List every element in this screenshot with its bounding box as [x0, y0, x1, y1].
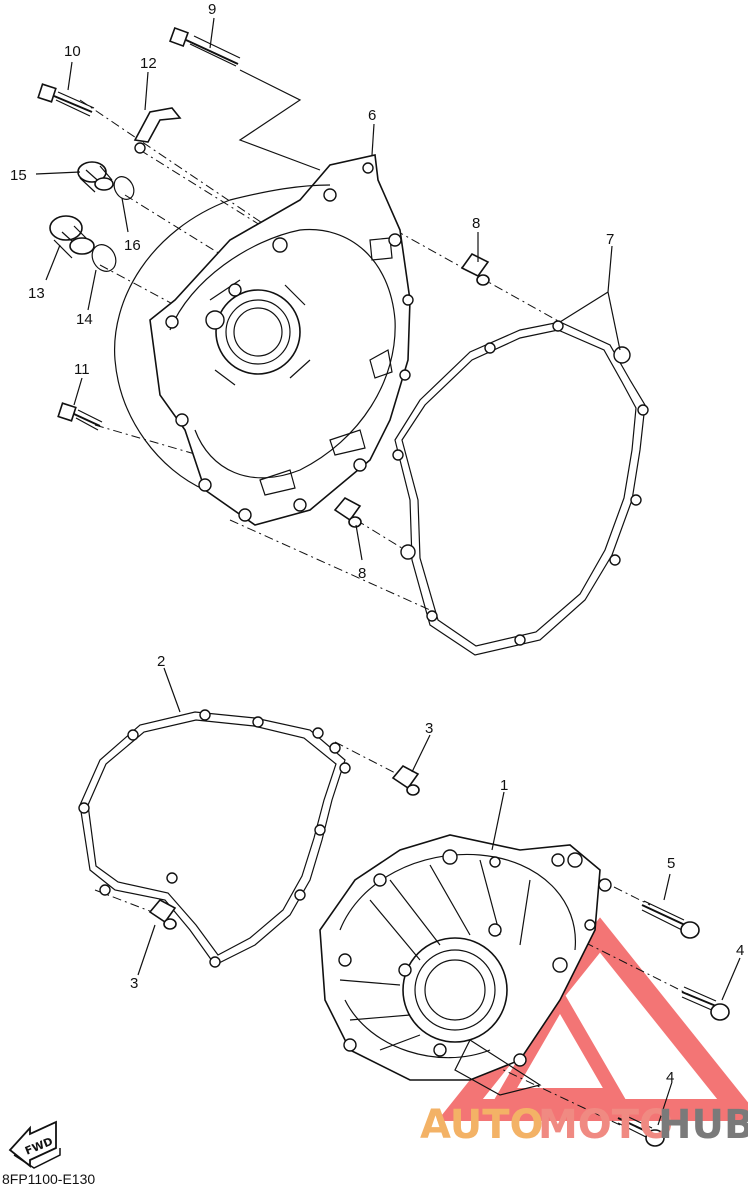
- watermark-auto: AUTO: [420, 1102, 544, 1148]
- o-ring-14: [91, 244, 117, 272]
- crankcase-cover-1: [319, 834, 612, 1096]
- label-2: 2: [157, 653, 165, 670]
- label-7: 7: [606, 231, 614, 248]
- label-8a: 8: [472, 215, 480, 232]
- bolt-5: [641, 900, 700, 939]
- bolt-11: [57, 402, 103, 431]
- label-leaders: [35, 17, 741, 1126]
- label-4b: 4: [666, 1069, 674, 1086]
- bracket-12: [133, 107, 182, 154]
- label-3a: 3: [425, 720, 433, 737]
- plug-13: [49, 215, 95, 259]
- bolt-4b: [617, 1112, 665, 1147]
- gasket-7: [392, 320, 649, 656]
- label-1: 1: [500, 777, 508, 794]
- plug-15: [77, 161, 114, 193]
- label-12: 12: [140, 55, 157, 72]
- label-10: 10: [64, 43, 81, 60]
- label-4a: 4: [736, 942, 744, 959]
- label-15: 15: [10, 167, 27, 184]
- dowel-pin-3b: [148, 898, 177, 930]
- diagram-code: 8FP1100-E130: [2, 1171, 95, 1187]
- label-13: 13: [28, 285, 45, 302]
- o-ring-16: [113, 176, 135, 200]
- dowel-pin-8b: [333, 496, 362, 528]
- label-8b: 8: [358, 565, 366, 582]
- watermark-hub: HUB: [658, 1102, 748, 1148]
- label-5: 5: [667, 855, 675, 872]
- label-9: 9: [208, 1, 216, 18]
- label-16: 16: [124, 237, 141, 254]
- dowel-pin-3a: [391, 764, 420, 796]
- fwd-arrow-icon: FWD: [8, 1120, 61, 1169]
- watermark-moto: MOTO: [538, 1102, 673, 1148]
- dowel-pin-8a: [460, 252, 490, 286]
- bolt-10: [37, 83, 95, 117]
- bolt-4a: [681, 986, 730, 1021]
- label-3b: 3: [130, 975, 138, 992]
- part-labels: 9 10 12 6 15 16 13 14 7 8 11 8 2 3 1 5 4…: [10, 1, 744, 1086]
- watermark-text: AUTO MOTO HUB: [420, 1102, 748, 1148]
- label-11: 11: [74, 361, 90, 378]
- label-6: 6: [368, 107, 376, 124]
- crankcase-cover-6: [113, 154, 414, 526]
- gasket-2: [78, 709, 351, 968]
- bolt-9: [169, 27, 321, 171]
- label-14: 14: [76, 311, 93, 328]
